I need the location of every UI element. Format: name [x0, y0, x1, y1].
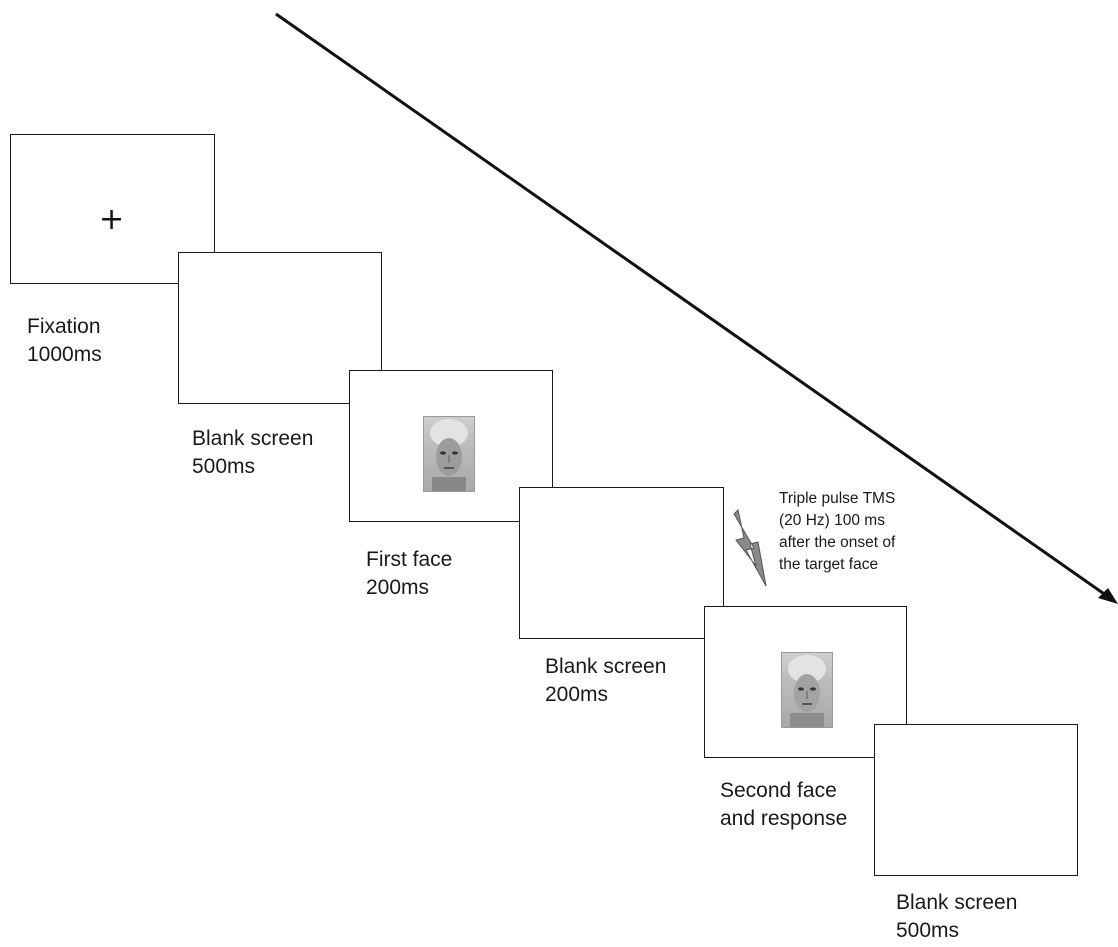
blank-screen-3	[874, 724, 1078, 876]
step-duration: 200ms	[366, 574, 452, 602]
step-label: Second face	[720, 777, 847, 805]
step-duration: and response	[720, 805, 847, 833]
tms-line: Triple pulse TMS	[779, 488, 895, 510]
step-label: Blank screen	[192, 425, 313, 453]
blank-screen-1-caption: Blank screen 500ms	[192, 425, 313, 481]
step-label: First face	[366, 546, 452, 574]
face-image	[781, 652, 833, 728]
blank-screen-2	[519, 487, 724, 639]
step-label: Fixation	[27, 313, 102, 341]
step-duration: 1000ms	[27, 341, 102, 369]
fixation-caption: Fixation 1000ms	[27, 313, 102, 369]
blank-screen-3-caption: Blank screen 500ms	[896, 889, 1017, 945]
step-duration: 500ms	[192, 453, 313, 481]
face-image	[423, 416, 475, 492]
step-label: Blank screen	[545, 653, 666, 681]
tms-line: (20 Hz) 100 ms	[779, 510, 895, 532]
tms-line: after the onset of	[779, 532, 895, 554]
step-duration: 500ms	[896, 917, 1017, 945]
step-duration: 200ms	[545, 681, 666, 709]
fixation-cross: +	[99, 205, 124, 235]
first-face-caption: First face 200ms	[366, 546, 452, 602]
blank-screen-2-caption: Blank screen 200ms	[545, 653, 666, 709]
second-face-caption: Second face and response	[720, 777, 847, 833]
tms-line: the target face	[779, 554, 895, 576]
lightning-bolt-icon	[732, 508, 772, 588]
step-label: Blank screen	[896, 889, 1017, 917]
tms-note: Triple pulse TMS (20 Hz) 100 ms after th…	[779, 488, 895, 576]
